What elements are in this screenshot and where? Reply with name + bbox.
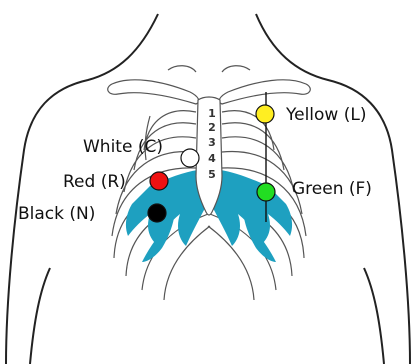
left-arm-line xyxy=(30,268,50,364)
green-electrode-label: Green (F) xyxy=(292,179,372,199)
right-clavicle xyxy=(108,80,199,104)
left-clavicle xyxy=(219,80,310,104)
white-electrode-dot xyxy=(181,149,199,167)
rib-number-3: 3 xyxy=(208,136,216,149)
right-scapula-edge xyxy=(168,66,196,72)
black-electrode-label: Black (N) xyxy=(18,204,95,224)
rib-number-5: 5 xyxy=(208,168,216,181)
rib-number-labels: 1 2 3 4 5 xyxy=(208,107,216,181)
rib-number-1: 1 xyxy=(208,107,216,120)
black-electrode-dot xyxy=(148,204,166,222)
left-scapula-edge xyxy=(222,66,250,72)
white-electrode-label: White (C) xyxy=(83,137,163,157)
red-electrode-label: Red (R) xyxy=(63,172,126,192)
rib-number-4: 4 xyxy=(208,152,216,165)
yellow-electrode-dot xyxy=(256,105,274,123)
yellow-electrode-label: Yellow (L) xyxy=(285,105,366,125)
green-electrode-dot xyxy=(257,183,275,201)
red-electrode-dot xyxy=(150,172,168,190)
rib-number-2: 2 xyxy=(208,121,216,134)
right-arm-line xyxy=(364,268,384,364)
